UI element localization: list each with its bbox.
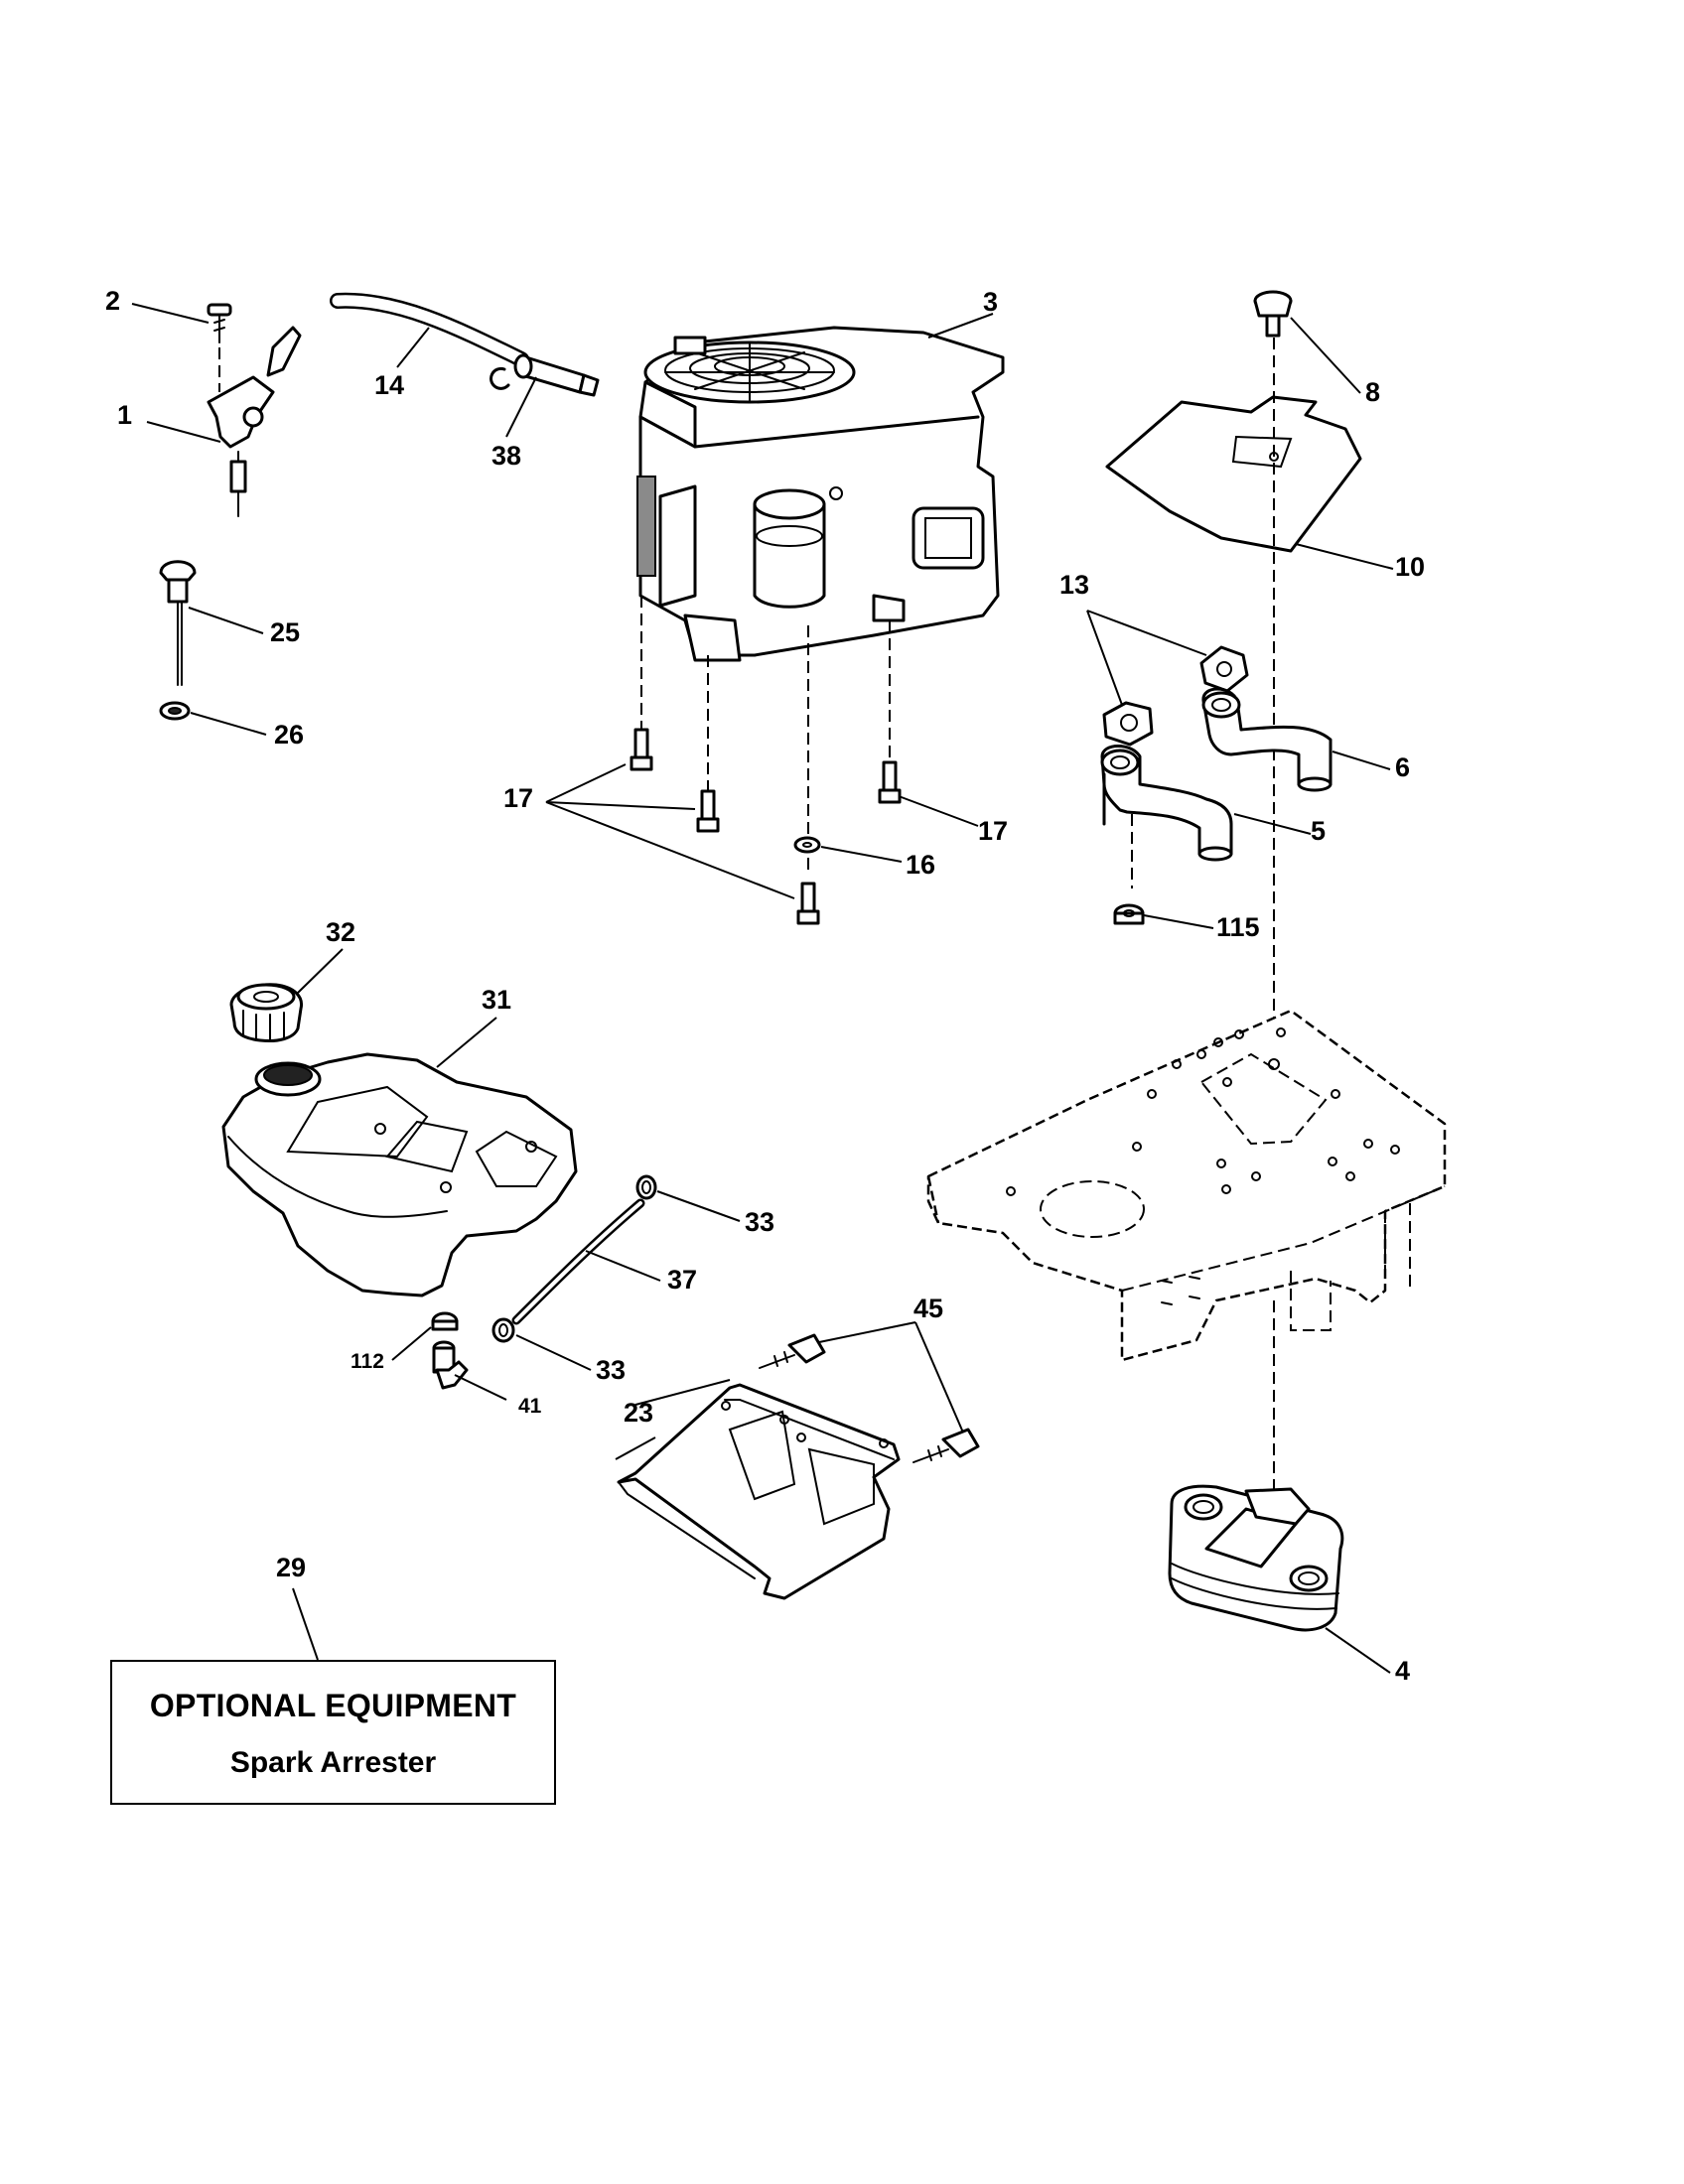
part-45-bolt — [912, 1428, 980, 1463]
callout-33b: 33 — [596, 1355, 626, 1385]
callout-23: 23 — [624, 1398, 653, 1428]
part-14-fuel-line — [330, 292, 529, 367]
leader-32 — [297, 948, 344, 994]
leader-2 — [131, 303, 210, 324]
callout-112: 112 — [351, 1350, 384, 1373]
part-45-bolt — [759, 1333, 826, 1369]
leader-8 — [1290, 317, 1361, 394]
part-41-shutoff-valve — [432, 1340, 469, 1390]
callout-10: 10 — [1395, 552, 1425, 582]
part-23-bracket — [617, 1383, 901, 1600]
leader-3 — [927, 313, 994, 339]
callout-25: 25 — [270, 617, 300, 647]
part-112-bushing — [431, 1311, 459, 1331]
leader-13 — [1086, 610, 1123, 706]
optional-equipment-subtitle: Spark Arrester — [229, 1746, 437, 1779]
callout-17b: 17 — [978, 816, 1008, 846]
part-17-bolt — [878, 760, 902, 804]
part-1-throttle-control — [207, 326, 302, 517]
callout-5: 5 — [1311, 816, 1326, 846]
part-5-exhaust-pipe — [1100, 745, 1233, 862]
leader-45 — [818, 1321, 916, 1343]
leader-25 — [188, 607, 264, 634]
optional-equipment-title: OPTIONAL EQUIPMENT — [149, 1688, 517, 1723]
leader-31 — [436, 1017, 497, 1068]
callout-33a: 33 — [745, 1207, 774, 1237]
leader-1 — [146, 421, 221, 443]
leader-13 — [1086, 610, 1207, 656]
leader-17a — [545, 801, 696, 810]
callout-45: 45 — [913, 1294, 943, 1323]
optional-equipment-box: OPTIONAL EQUIPMENT Spark Arrester — [110, 1660, 556, 1805]
part-38-fuel-filter — [490, 353, 600, 397]
leader-33b — [515, 1334, 592, 1371]
callout-14: 14 — [374, 370, 404, 400]
leader-23 — [634, 1379, 731, 1406]
part-26-washer — [159, 701, 191, 721]
part-13-gasket — [1199, 645, 1249, 693]
part-17-bolt — [796, 882, 820, 925]
part-32-fuel-cap — [229, 983, 304, 1042]
part-4-muffler — [1168, 1484, 1344, 1632]
part-31-fuel-tank — [221, 1052, 578, 1297]
leader-17b — [898, 795, 979, 827]
leader-29 — [292, 1587, 319, 1661]
part-115-nut — [1113, 903, 1145, 925]
leader-112 — [391, 1326, 432, 1361]
leader-14 — [396, 327, 430, 368]
part-37-fuel-hose — [511, 1198, 645, 1325]
callout-8: 8 — [1365, 377, 1380, 407]
frame-dashed — [926, 1009, 1447, 1362]
part-13-gasket — [1102, 701, 1154, 747]
callout-32: 32 — [326, 917, 355, 947]
leader-26 — [190, 712, 267, 736]
leader-6 — [1332, 751, 1391, 770]
callout-16: 16 — [906, 850, 935, 880]
leader-115 — [1143, 914, 1214, 929]
callout-37: 37 — [667, 1265, 697, 1295]
callout-13: 13 — [1059, 570, 1089, 600]
leader-5 — [1233, 813, 1312, 835]
part-10-heat-shield — [1105, 395, 1362, 553]
part-33-clamp — [635, 1174, 657, 1200]
leader-17a — [545, 763, 627, 803]
leader-17a — [545, 801, 795, 899]
callout-41: 41 — [518, 1395, 542, 1418]
part-2-screw — [207, 303, 232, 392]
callout-1: 1 — [117, 400, 132, 430]
leader-38 — [505, 376, 537, 438]
callout-26: 26 — [274, 720, 304, 750]
part-17-bolt — [630, 728, 653, 771]
leader-41 — [454, 1374, 507, 1401]
leader-37 — [585, 1250, 661, 1282]
callout-31: 31 — [482, 985, 511, 1015]
callout-115: 115 — [1216, 912, 1260, 942]
part-3-engine — [636, 326, 1005, 662]
callout-29: 29 — [276, 1553, 306, 1582]
part-17-bolt — [696, 789, 720, 833]
leader-10 — [1295, 543, 1394, 570]
callout-38: 38 — [491, 441, 521, 471]
leader-4 — [1325, 1627, 1391, 1674]
callout-6: 6 — [1395, 752, 1410, 782]
callout-2: 2 — [105, 286, 120, 316]
leader-45 — [914, 1321, 964, 1433]
leader-23 — [615, 1436, 656, 1460]
leader-16 — [820, 846, 903, 863]
part-33-clamp — [491, 1317, 515, 1343]
part-25-dipstick — [159, 560, 197, 686]
callout-4: 4 — [1395, 1656, 1410, 1686]
part-6-exhaust-pipe — [1201, 687, 1333, 792]
callout-17a: 17 — [503, 783, 533, 813]
leader-33a — [656, 1190, 741, 1222]
part-8-knob-screw — [1253, 290, 1293, 338]
part-16-washer — [793, 836, 821, 854]
callout-3: 3 — [983, 287, 998, 317]
